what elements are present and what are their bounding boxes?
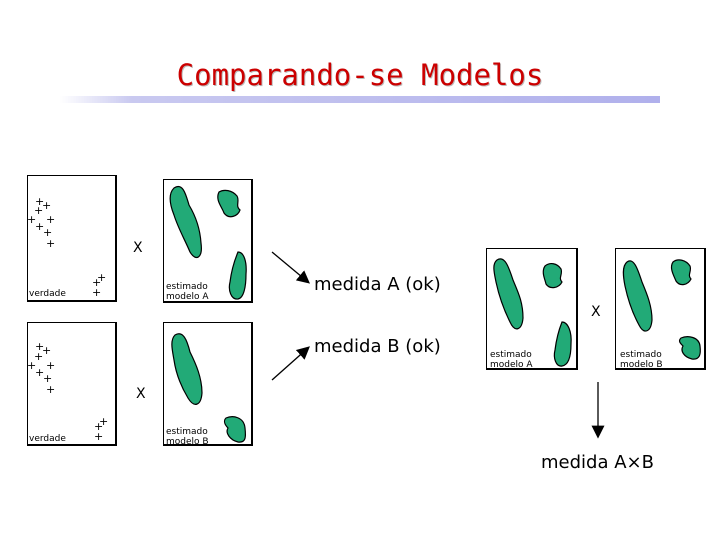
slide-title: Comparando-se Modelos	[176, 58, 544, 92]
estimate-a-label: estimado modelo A	[166, 282, 209, 302]
svg-text:+: +	[46, 383, 55, 396]
svg-text:+: +	[94, 430, 103, 443]
svg-text:+: +	[42, 199, 51, 212]
measure-b-text: medida B (ok)	[314, 336, 441, 357]
svg-text:+: +	[97, 271, 106, 284]
svg-text:+: +	[43, 226, 52, 239]
svg-text:+: +	[35, 195, 44, 208]
estimate-b-shape-large	[171, 333, 203, 405]
svg-text:+: +	[92, 276, 101, 289]
times-operator-right: X	[591, 304, 601, 320]
svg-text:+: +	[34, 350, 43, 363]
svg-text:+: +	[35, 340, 44, 353]
title-underline	[60, 96, 660, 103]
svg-text:+: +	[94, 420, 103, 433]
svg-text:+: +	[34, 204, 43, 217]
arrow-to-measure-b	[271, 346, 310, 381]
times-operator-top: X	[133, 240, 143, 256]
truth-box-bottom	[27, 322, 117, 446]
estimate-b-label: estimado modelo B	[166, 427, 209, 447]
svg-text:+: +	[42, 344, 51, 357]
svg-text:+: +	[35, 220, 44, 233]
truth-label-top: verdade	[29, 289, 66, 299]
compare-b-shape-large	[622, 260, 653, 332]
svg-text:+: +	[27, 213, 36, 226]
measure-ab-text: medida A×B	[541, 452, 654, 473]
arrow-to-measure-a	[271, 251, 310, 284]
truth-points-top: ++ ++ ++ ++ +++	[27, 195, 106, 299]
compare-estimate-a-label: estimado modelo A	[490, 350, 533, 370]
estimate-a-shape-small	[217, 189, 241, 218]
estimate-a-shape-large	[169, 185, 202, 259]
svg-text:+: +	[46, 213, 55, 226]
svg-text:+: +	[92, 286, 101, 299]
svg-text:+: +	[35, 366, 44, 379]
compare-a-shape-small	[542, 263, 563, 289]
truth-label-bottom: verdade	[29, 434, 66, 444]
svg-text:+: +	[46, 237, 55, 250]
compare-a-shape-large	[493, 258, 524, 330]
compare-a-shape-bottom	[553, 321, 572, 367]
svg-text:+: +	[99, 415, 108, 428]
compare-b-shape-small	[670, 259, 692, 286]
estimate-b-shape-small	[223, 416, 247, 443]
svg-text:+: +	[43, 372, 52, 385]
times-operator-bottom: X	[136, 386, 146, 402]
truth-box-top	[27, 175, 117, 302]
truth-points-bottom: ++ ++ ++ ++ +++	[27, 340, 108, 443]
compare-estimate-b-label: estimado modelo B	[620, 350, 663, 370]
measure-a-text: medida A (ok)	[314, 274, 441, 295]
svg-text:+: +	[46, 359, 55, 372]
svg-text:+: +	[27, 359, 36, 372]
compare-b-shape-bottom	[678, 336, 701, 360]
estimate-a-shape-bottom	[228, 251, 247, 300]
